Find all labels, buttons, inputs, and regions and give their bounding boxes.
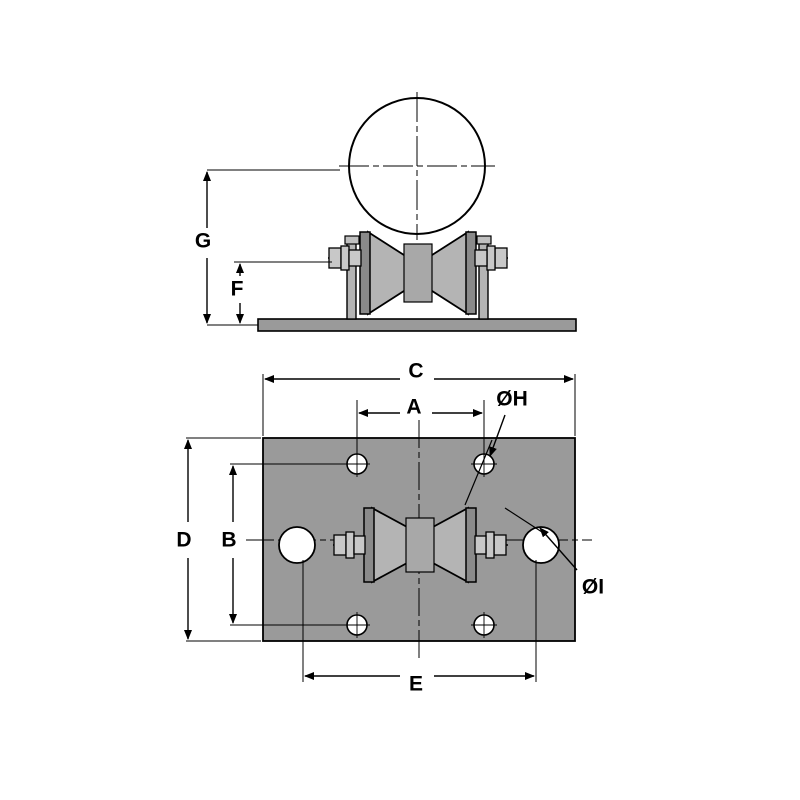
nut-right-outer-top — [493, 534, 507, 556]
washer-left — [340, 245, 350, 271]
roller-hub — [403, 243, 433, 303]
dim-OI-leader-line — [539, 527, 578, 571]
dimension-E — [302, 560, 537, 682]
top-plan-view — [184, 374, 592, 682]
dimension-label-diameter-I: ØI — [581, 575, 605, 599]
dim-OH-leader-line — [489, 414, 506, 457]
roller-right-flange — [465, 231, 477, 315]
dimension-C — [262, 374, 576, 436]
nut-right-outer — [494, 247, 508, 269]
dimension-B — [229, 463, 345, 626]
dim-OH-leader-extension — [464, 439, 493, 506]
dimension-D — [184, 437, 261, 642]
left-bracket-top — [344, 235, 360, 245]
dimension-label-F: F — [230, 277, 244, 301]
washer-left-top — [345, 531, 355, 559]
washer-right — [486, 245, 496, 271]
dimension-G — [203, 169, 340, 326]
dimension-OH-leader — [464, 414, 506, 506]
dimension-label-D: D — [176, 528, 192, 552]
dimension-label-A: A — [406, 395, 422, 419]
nut-left-outer — [328, 247, 342, 269]
dimension-label-B: B — [221, 528, 237, 552]
side-hole-right — [522, 526, 560, 564]
dimension-label-E: E — [408, 672, 424, 696]
nut-left-inner-top — [353, 535, 366, 555]
nut-left-outer-top — [333, 534, 347, 556]
dimension-label-G: G — [194, 229, 212, 253]
dimension-F — [234, 261, 332, 326]
dimension-OI-leader — [504, 507, 578, 571]
nut-left-inner — [348, 249, 362, 267]
side-hole-left — [278, 526, 316, 564]
front-elevation-view — [203, 92, 577, 332]
nut-right-inner-top — [474, 535, 487, 555]
dimension-label-C: C — [408, 359, 424, 383]
washer-right-top — [485, 531, 495, 559]
dimension-A — [356, 400, 485, 455]
roller-hub-top — [405, 517, 435, 573]
roller-left-flange — [359, 231, 371, 315]
dim-OI-leader-extension — [504, 507, 546, 535]
nut-right-inner — [474, 249, 488, 267]
dimension-label-diameter-H: ØH — [496, 387, 528, 411]
base-plate-front — [257, 318, 577, 332]
right-bracket-top — [476, 235, 492, 245]
